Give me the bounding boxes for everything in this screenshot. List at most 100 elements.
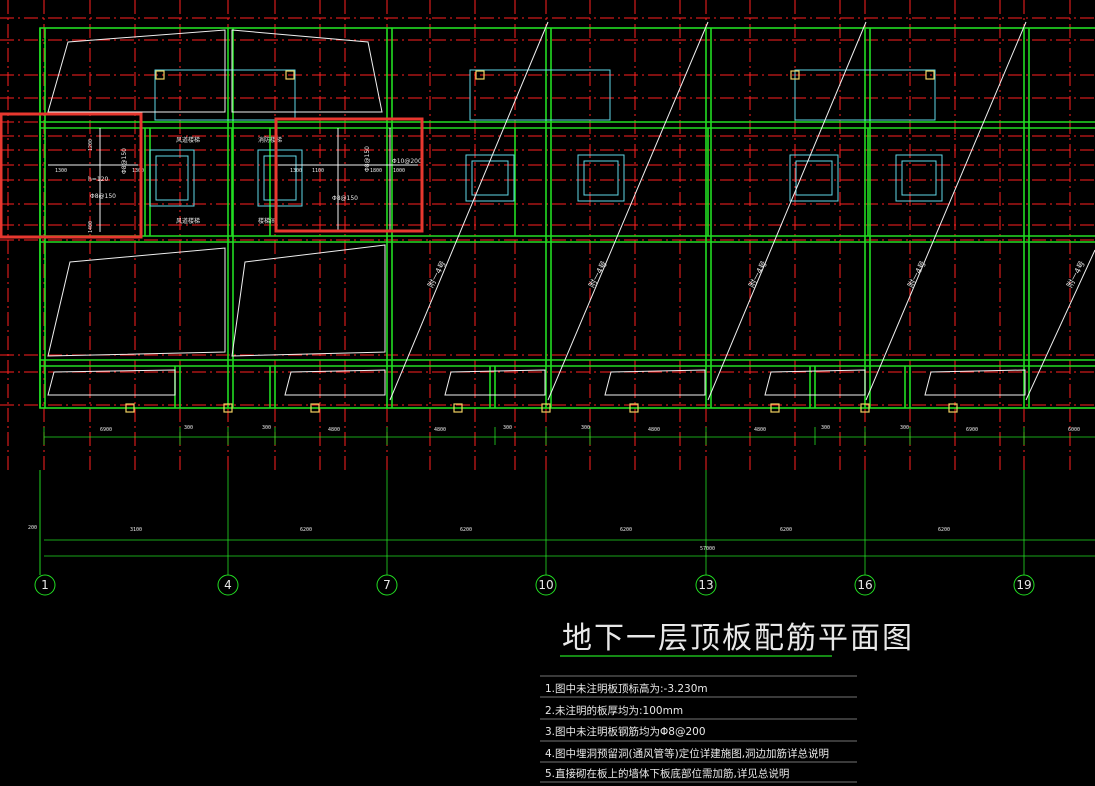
slab-outline-3 xyxy=(47,247,226,357)
room-wall-2 xyxy=(794,69,936,121)
note-1: 1.图中未注明板顶标高为:-3.230m xyxy=(545,682,708,695)
span-dim-5: 6200 xyxy=(780,527,792,533)
column-7 xyxy=(860,403,870,413)
slab-label-1: 附一4号 xyxy=(425,259,447,289)
axis-bubbles: 1 4 7 10 13 16 19 xyxy=(34,574,1035,596)
notes-block: 1.图中未注明板顶标高为:-3.230m 2.未注明的板厚均为:100mm 3.… xyxy=(540,675,857,783)
axis-bubble-1: 1 xyxy=(34,574,56,596)
mid-box-rebar-1: Φ8@150 xyxy=(364,146,371,172)
shaft-wall-5 xyxy=(895,154,943,202)
bay-dim-2: 300 xyxy=(184,425,193,431)
mid-box-dim-3: 1800 xyxy=(370,168,382,174)
axis-label-4: 4 xyxy=(224,578,232,592)
note-4: 4.图中埋洞预留洞(通风管等)定位详建施图,洞边加筋详总说明 xyxy=(545,747,829,760)
stair-label-1: 风道楼梯 xyxy=(176,136,200,144)
left-box-dim-2: 1300 xyxy=(132,168,144,174)
bay-dim-6: 300 xyxy=(503,425,512,431)
span-dim-1: 3100 xyxy=(130,527,142,533)
column-markers xyxy=(125,70,958,413)
shaft-wall-1 xyxy=(257,149,303,207)
slab-bottom-2 xyxy=(444,369,546,396)
axis-label-10: 10 xyxy=(538,578,553,592)
shaft-inner-5 xyxy=(901,160,937,196)
slab-rebar-lines xyxy=(47,21,1095,401)
axis-bubble-10: 10 xyxy=(535,574,557,596)
axis-label-16: 16 xyxy=(857,578,872,592)
bay-dim-7: 300 xyxy=(581,425,590,431)
axis-bubble-4: 4 xyxy=(217,574,239,596)
span-dim-3: 6200 xyxy=(460,527,472,533)
mid-box-dim-2: 1100 xyxy=(312,168,324,174)
bay-dim-1: 6900 xyxy=(100,427,112,433)
column-6 xyxy=(770,403,780,413)
slab-bottom-5 xyxy=(924,369,1026,396)
note-3: 3.图中未注明板钢筋均为Φ8@200 xyxy=(545,725,706,738)
left-box-dim-4: 1400 xyxy=(88,221,94,233)
column-13 xyxy=(285,70,295,80)
column-10 xyxy=(790,70,800,80)
room-wall-1 xyxy=(469,69,611,121)
highlight-box-left xyxy=(0,112,143,239)
beam-outlines xyxy=(39,27,1095,409)
column-0 xyxy=(125,403,135,413)
column-4 xyxy=(541,403,551,413)
mid-box-rebar-3: Φ8@150 xyxy=(332,195,358,202)
column-5 xyxy=(629,403,639,413)
stair-label-2: 风道楼梯 xyxy=(176,217,200,225)
total-dimension: 57000 xyxy=(700,546,715,552)
column-12 xyxy=(155,70,165,80)
dimension-lines xyxy=(39,427,1095,575)
bay-dim-13: 6000 xyxy=(1068,427,1080,433)
column-2 xyxy=(310,403,320,413)
slab-diagonal-4 xyxy=(1025,249,1095,401)
bay-dim-9: 4800 xyxy=(754,427,766,433)
slab-bottom-0 xyxy=(47,369,176,396)
bay-dim-11: 300 xyxy=(900,425,909,431)
slab-diagonal-0 xyxy=(389,21,549,401)
shaft-inner-1 xyxy=(263,155,297,201)
left-box-dim-3: 1200 xyxy=(88,139,94,151)
left-offset-dim: 200 xyxy=(28,525,37,531)
note-2: 2.未注明的板厚均为:100mm xyxy=(545,704,683,717)
slab-outline-1 xyxy=(47,29,226,113)
span-dim-6: 6200 xyxy=(938,527,950,533)
span-dim-2: 6200 xyxy=(300,527,312,533)
slab-diagonal-3 xyxy=(865,21,1027,401)
shaft-wall-4 xyxy=(789,154,839,202)
title-block: 地下一层顶板配筋平面图 xyxy=(560,621,912,657)
slab-diagonal-1 xyxy=(547,21,709,401)
shaft-wall-3 xyxy=(577,154,625,202)
shaft-inner-4 xyxy=(795,160,833,196)
mid-box-dim-1: 1300 xyxy=(290,168,302,174)
stair-label-4: 楼梯间 xyxy=(258,217,276,225)
beam-notch-1 xyxy=(269,366,276,408)
axis-bubble-19: 19 xyxy=(1013,574,1035,596)
column-3 xyxy=(453,403,463,413)
shaft-wall-0 xyxy=(149,149,195,207)
bay-dim-12: 6900 xyxy=(966,427,978,433)
shaft-inner-0 xyxy=(155,155,189,201)
axis-label-19: 19 xyxy=(1016,578,1031,592)
slab-label-4: 附一4号 xyxy=(905,259,927,289)
drawing-annotations: 1300 1300 1200 1400 h=120 Φ8@150 Φ8@150 … xyxy=(28,136,1087,552)
stair-label-3: 消防楼梯 xyxy=(258,136,282,144)
axis-bubble-7: 7 xyxy=(376,574,398,596)
bay-dim-8: 4800 xyxy=(648,427,660,433)
slab-bottom-1 xyxy=(284,369,386,396)
beam-notch-4 xyxy=(904,366,911,408)
axis-bubble-16: 16 xyxy=(854,574,876,596)
beam-notch-2 xyxy=(489,366,496,408)
column-1 xyxy=(223,403,233,413)
column-11 xyxy=(925,70,935,80)
bay-dim-4: 4800 xyxy=(328,427,340,433)
column-8 xyxy=(948,403,958,413)
beam-notch-3 xyxy=(809,366,816,408)
slab-bottom-3 xyxy=(604,369,706,396)
bay-dim-3: 300 xyxy=(262,425,271,431)
note-5: 5.直接砌在板上的墙体下板底部位需加筋,详见总说明 xyxy=(545,767,789,780)
span-dim-4: 6200 xyxy=(620,527,632,533)
bay-dim-10: 300 xyxy=(821,425,830,431)
left-box-rebar-1: Φ8@150 xyxy=(121,148,128,174)
mid-box-dim-4: 1000 xyxy=(393,168,405,174)
